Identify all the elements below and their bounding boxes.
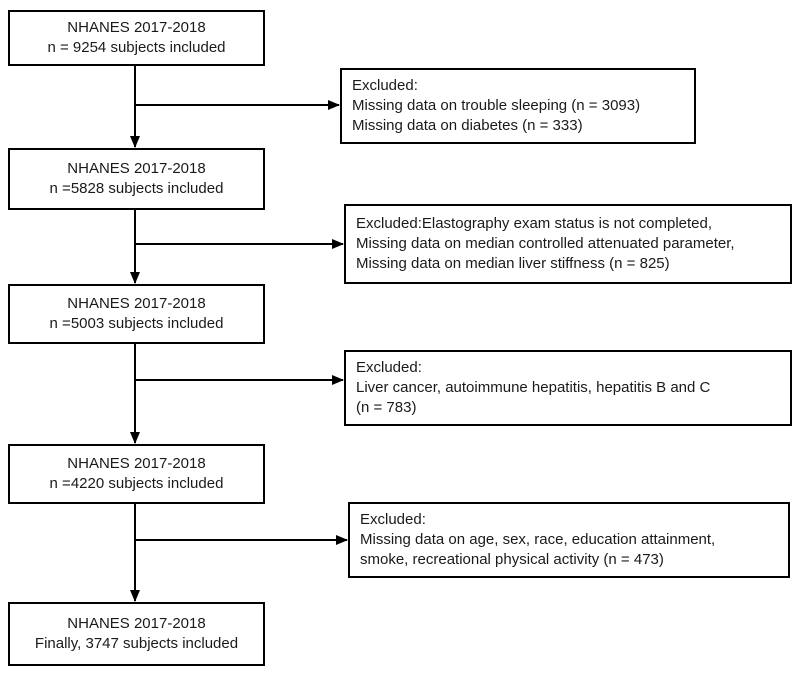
cohort-box-4-count: n =4220 subjects included [49, 475, 224, 492]
exclusion-box-2-line: Excluded:Elastography exam status is not… [356, 215, 713, 232]
cohort-box-2: NHANES 2017-2018 n =5828 subjects includ… [8, 148, 265, 210]
exclusion-box-1-line: Excluded: [352, 77, 418, 94]
exclusion-box-2: Excluded:Elastography exam status is not… [344, 204, 792, 284]
cohort-box-3: NHANES 2017-2018 n =5003 subjects includ… [8, 284, 265, 344]
cohort-box-5-count: Finally, 3747 subjects included [34, 635, 239, 652]
exclusion-box-1-line: Missing data on trouble sleeping (n = 30… [352, 97, 641, 114]
exclusion-box-2-line: Missing data on median controlled attenu… [356, 235, 735, 252]
exclusion-box-2-line: Missing data on median liver stiffness (… [356, 255, 670, 272]
cohort-box-3-count: n =5003 subjects included [49, 315, 224, 332]
cohort-box-1-title: NHANES 2017-2018 [67, 19, 206, 36]
cohort-box-1: NHANES 2017-2018 n = 9254 subjects inclu… [8, 10, 265, 66]
exclusion-box-4-line: Missing data on age, sex, race, educatio… [360, 531, 716, 548]
exclusion-box-1-line: Missing data on diabetes (n = 333) [352, 117, 583, 134]
cohort-box-3-title: NHANES 2017-2018 [67, 295, 206, 312]
exclusion-box-4: Excluded: Missing data on age, sex, race… [348, 502, 790, 578]
cohort-box-4-title: NHANES 2017-2018 [67, 455, 206, 472]
cohort-box-5-title: NHANES 2017-2018 [67, 615, 206, 632]
cohort-box-5: NHANES 2017-2018 Finally, 3747 subjects … [8, 602, 265, 666]
exclusion-box-4-line: Excluded: [360, 511, 426, 528]
cohort-box-2-count: n =5828 subjects included [49, 180, 224, 197]
cohort-box-1-count: n = 9254 subjects included [47, 39, 226, 56]
exclusion-box-3-line: Liver cancer, autoimmune hepatitis, hepa… [356, 379, 711, 396]
cohort-box-4: NHANES 2017-2018 n =4220 subjects includ… [8, 444, 265, 504]
exclusion-box-4-line: smoke, recreational physical activity (n… [360, 551, 664, 568]
exclusion-box-1: Excluded: Missing data on trouble sleepi… [340, 68, 696, 144]
exclusion-box-3: Excluded: Liver cancer, autoimmune hepat… [344, 350, 792, 426]
exclusion-box-3-line: (n = 783) [356, 399, 417, 416]
cohort-box-2-title: NHANES 2017-2018 [67, 160, 206, 177]
exclusion-box-3-line: Excluded: [356, 359, 422, 376]
